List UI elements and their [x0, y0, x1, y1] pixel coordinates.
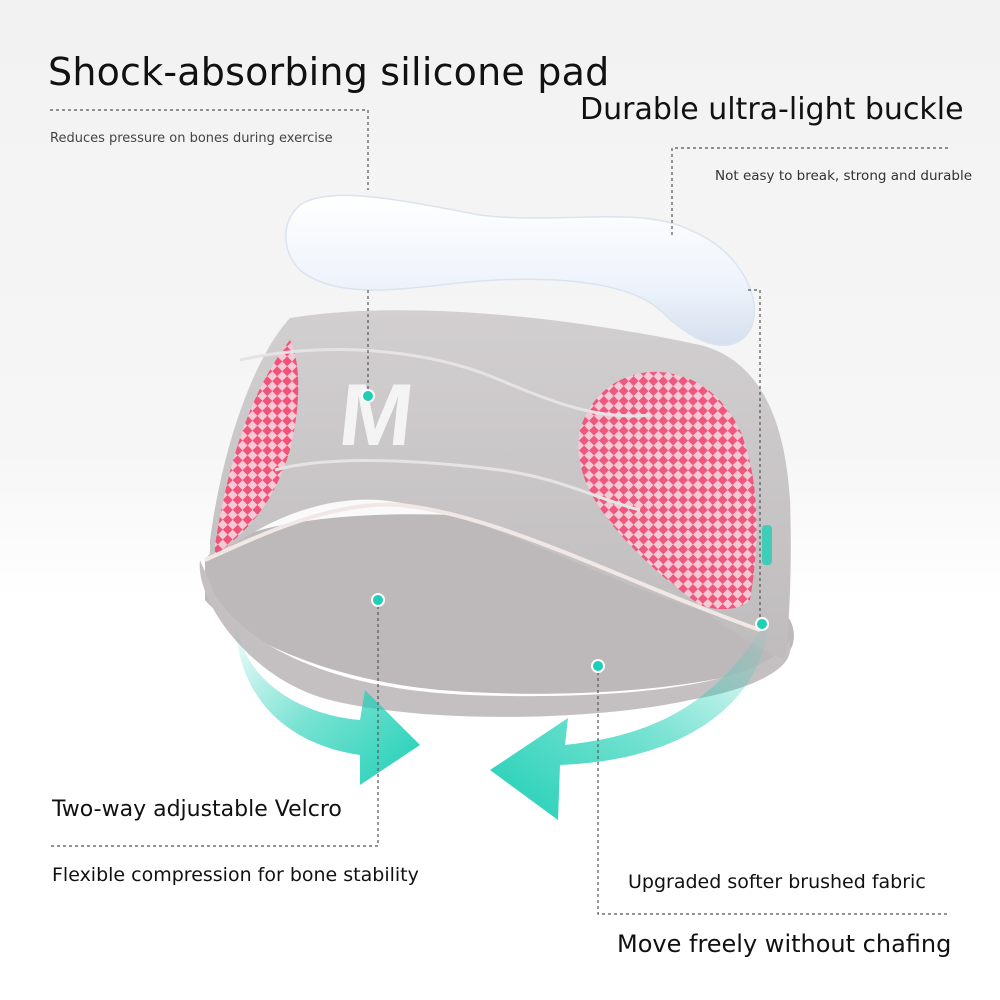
velcro-desc: Flexible compression for bone stability	[52, 864, 419, 886]
silicone-pad-desc: Reduces pressure on bones during exercis…	[50, 131, 333, 146]
marker-dots	[361, 389, 769, 673]
velcro-title: Two-way adjustable Velcro	[52, 797, 342, 822]
marker-dot	[591, 659, 605, 673]
marker-dot	[371, 593, 385, 607]
brand-logo: M	[335, 365, 419, 464]
leader-lines	[50, 109, 948, 915]
arrow-right-icon	[490, 615, 770, 820]
arrow-left-icon	[235, 615, 420, 785]
silicone-pad	[285, 194, 755, 347]
marker-dot	[361, 389, 375, 403]
strap-front	[204, 310, 791, 660]
buckle-desc: Not easy to break, strong and durable	[715, 168, 973, 184]
silicone-pad-title: Shock-absorbing silicone pad	[48, 50, 610, 94]
buckle-title: Durable ultra-light buckle	[580, 92, 964, 127]
fabric-title: Upgraded softer brushed fabric	[628, 871, 926, 893]
marker-dot	[755, 617, 769, 631]
fabric-desc: Move freely without chafing	[617, 930, 952, 958]
